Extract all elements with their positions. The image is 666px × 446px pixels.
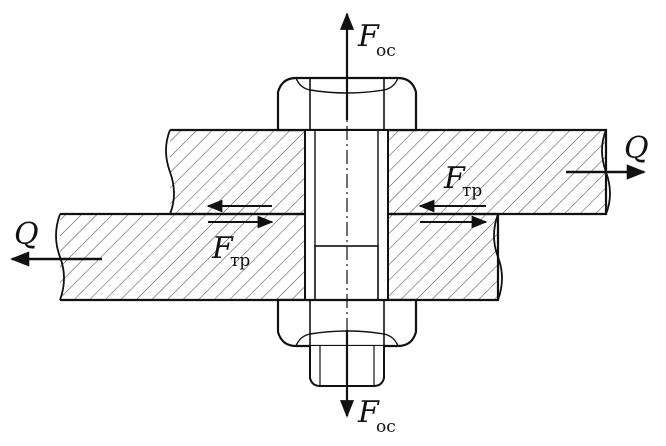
axial-force-label-top: F ос: [357, 19, 396, 61]
svg-text:ос: ос: [376, 41, 396, 61]
load-label-left: Q: [14, 217, 39, 252]
svg-text:F: F: [357, 395, 380, 430]
friction-force-label-right: F тр: [443, 161, 482, 201]
svg-text:тр: тр: [230, 251, 250, 271]
friction-force-label-left: F тр: [211, 231, 250, 271]
load-label-right: Q: [624, 131, 649, 166]
svg-text:F: F: [357, 19, 380, 54]
lower-plate: [55, 212, 503, 302]
axial-force-label-bottom: F ос: [357, 395, 396, 437]
svg-text:F: F: [211, 231, 234, 266]
svg-text:тр: тр: [462, 181, 482, 201]
svg-text:F: F: [443, 161, 466, 196]
svg-text:ос: ос: [376, 417, 396, 437]
